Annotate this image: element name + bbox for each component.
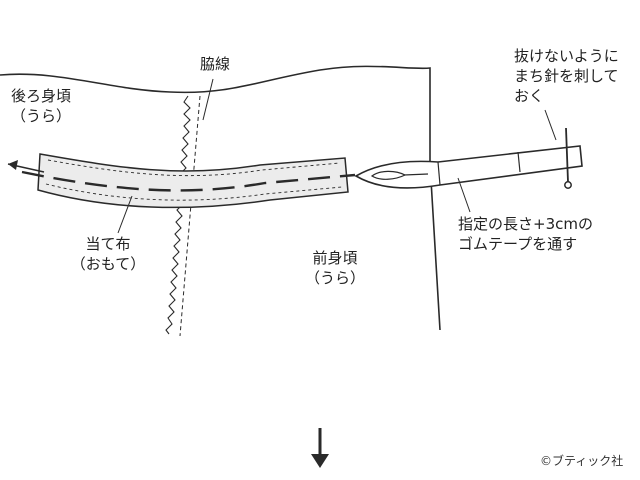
elastic-label-leader <box>457 177 471 213</box>
facing-label-leader <box>117 195 133 234</box>
arrow-left-icon <box>7 160 45 173</box>
front-body-label-line1: 前身頃 <box>312 249 358 267</box>
side-seam-stitch <box>179 95 201 337</box>
arrow-down-icon <box>311 428 329 468</box>
pin-icon <box>564 127 572 189</box>
elastic-note-line1: 指定の長さ+3cmの <box>458 215 593 233</box>
front-body-label-line2: （うら） <box>304 269 365 287</box>
elastic-note-line2: ゴムテープを通す <box>458 235 578 253</box>
copyright-notice: ©ブティック社 <box>540 454 624 468</box>
garment-outline <box>0 65 441 331</box>
back-body-label-line2: （うら） <box>10 107 71 125</box>
facing-stitch-line-lower <box>45 183 343 201</box>
pin-label-leader <box>544 109 557 141</box>
side-seam-label: 脇線 <box>200 55 231 73</box>
pin-note-line3: おく <box>514 87 545 105</box>
front-body-label: 前身頃 （うら） <box>300 248 370 288</box>
elastic-note-label: 指定の長さ+3cmの ゴムテープを通す <box>458 214 593 254</box>
back-body-label-line1: 後ろ身頃 <box>10 87 71 105</box>
back-body-label: 後ろ身頃 （うら） <box>6 86 76 126</box>
pin-note-line2: まち針を刺して <box>514 67 619 85</box>
facing-label-line1: 当て布 <box>85 235 131 253</box>
bodkin-icon <box>354 145 583 189</box>
elastic-path <box>21 170 356 192</box>
facing-label-line2: （おもて） <box>70 255 146 273</box>
side-seam-label-leader <box>202 78 214 121</box>
seam-zigzag-edge <box>165 95 191 335</box>
facing-band <box>37 153 349 209</box>
pin-note-label: 抜けないように まち針を刺して おく <box>514 46 619 106</box>
facing-stitch-line <box>47 159 341 177</box>
pin-note-line1: 抜けないように <box>514 47 619 65</box>
facing-label: 当て布 （おもて） <box>62 234 154 274</box>
